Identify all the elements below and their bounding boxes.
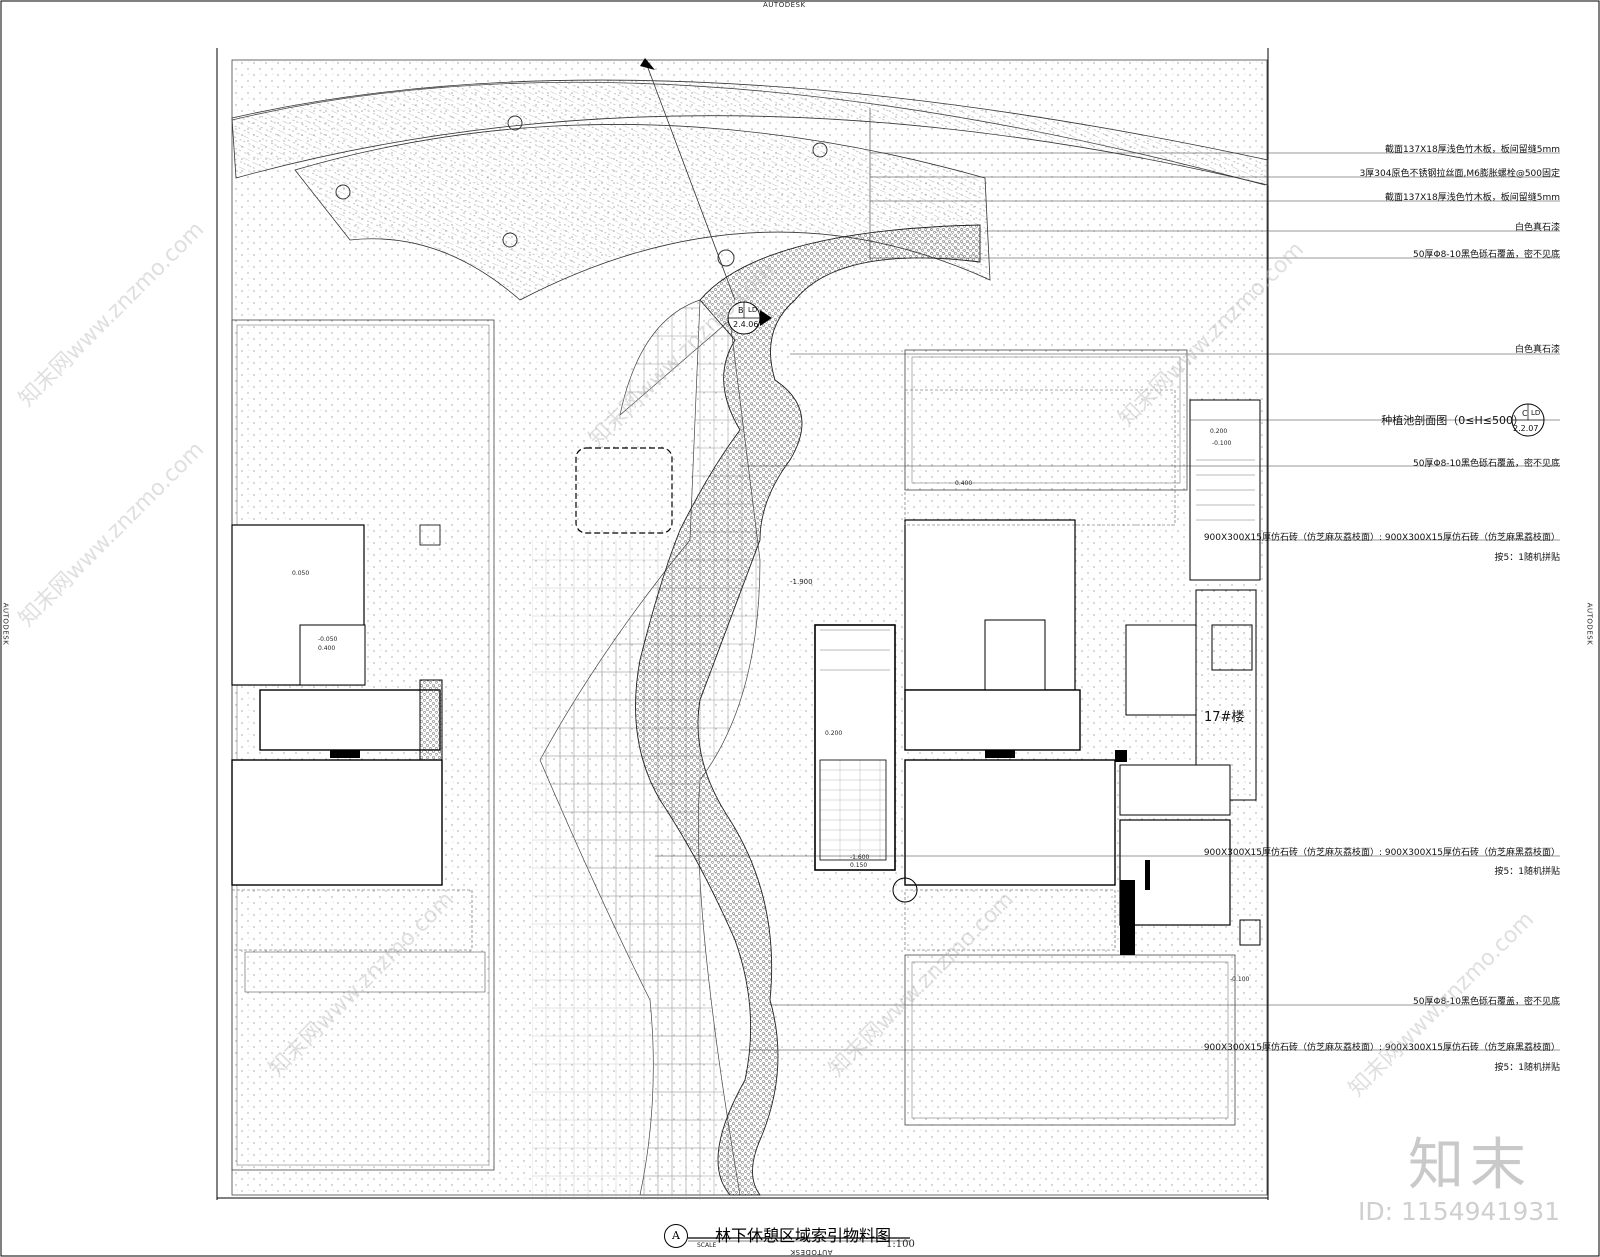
level-label: 0.400	[318, 645, 336, 652]
leader-lines	[655, 108, 1560, 1051]
wood-deck-upper	[231, 79, 1269, 186]
section-b-sheet: LD	[748, 306, 758, 314]
callout-2: 3厚304原色不锈钢拉丝面,M6膨胀螺栓@500固定	[1359, 169, 1560, 179]
callout-15: 按5：1随机拼贴	[1494, 1063, 1560, 1073]
callout-3: 截面137X18厚浅色竹木板，板间留缝5mm	[1384, 193, 1560, 203]
section-c-letter: C	[1522, 409, 1528, 418]
callout-8: 50厚Φ8-10黑色砾石覆盖，密不见底	[1413, 459, 1560, 469]
section-mark-c	[1511, 403, 1545, 437]
callout-14: 900X300X15厚仿石砖（仿芝麻灰荔枝面）: 900X300X15厚仿石砖（…	[1203, 1043, 1560, 1053]
watermark-logo: 知末	[1408, 1133, 1532, 1198]
level-label: 0.400	[955, 480, 973, 487]
level-label: -0.050	[318, 636, 338, 643]
building-number-tag: 17#楼	[1204, 710, 1245, 725]
autodesk-label-left: AUTODESK	[1, 602, 10, 646]
autodesk-label-right: AUTODESK	[1585, 602, 1594, 646]
callout-4: 白色真石漆	[1514, 223, 1560, 233]
section-mark-b	[727, 301, 772, 335]
section-b-ref: 2.4.06	[733, 320, 759, 329]
scale-value: 1:100	[886, 1239, 915, 1250]
callout-9: 900X300X15厚仿石砖（仿芝麻灰荔枝面）: 900X300X15厚仿石砖（…	[1203, 533, 1560, 543]
scale-word: SCALE	[697, 1242, 717, 1249]
level-label: 0.150	[850, 862, 868, 869]
autodesk-label-bottom: AUTODESK	[790, 1248, 833, 1256]
autodesk-label-top: AUTODESK	[763, 1, 806, 9]
section-c-ref: 2.2.07	[1513, 424, 1539, 433]
callout-1: 截面137X18厚浅色竹木板，板间留缝5mm	[1384, 145, 1560, 155]
drawing-title: 林下休憩区域索引物料图	[715, 1226, 892, 1245]
title-marker: A	[664, 1224, 688, 1248]
level-label: -1.600	[850, 854, 870, 861]
level-label: -1.900	[790, 578, 813, 586]
callout-7: 种植池剖面图（0≤H≤500）	[1381, 414, 1524, 427]
level-label: 0.200	[825, 730, 843, 737]
section-c-sheet: LD	[1531, 409, 1541, 417]
left-building	[231, 319, 495, 1171]
level-label: 0.200	[1210, 428, 1228, 435]
right-building	[814, 349, 1261, 1126]
callout-13: 50厚Φ8-10黑色砾石覆盖，密不见底	[1413, 997, 1560, 1007]
callout-11: 900X300X15厚仿石砖（仿芝麻灰荔枝面）: 900X300X15厚仿石砖（…	[1203, 848, 1560, 858]
section-b-letter: B	[738, 306, 744, 315]
gravel-strip	[635, 224, 981, 1196]
dashed-area	[575, 447, 673, 534]
callout-12: 按5：1随机拼贴	[1494, 867, 1560, 877]
callout-5: 50厚Φ8-10黑色砾石覆盖，密不见底	[1413, 250, 1560, 260]
level-label: 0.050	[292, 570, 310, 577]
level-label: -0.100	[1212, 440, 1232, 447]
watermark-id: ID: 1154941931	[1358, 1197, 1561, 1226]
callout-10: 按5：1随机拼贴	[1494, 553, 1560, 563]
callout-6: 白色真石漆	[1514, 345, 1560, 355]
level-label: -0.100	[1230, 976, 1250, 983]
